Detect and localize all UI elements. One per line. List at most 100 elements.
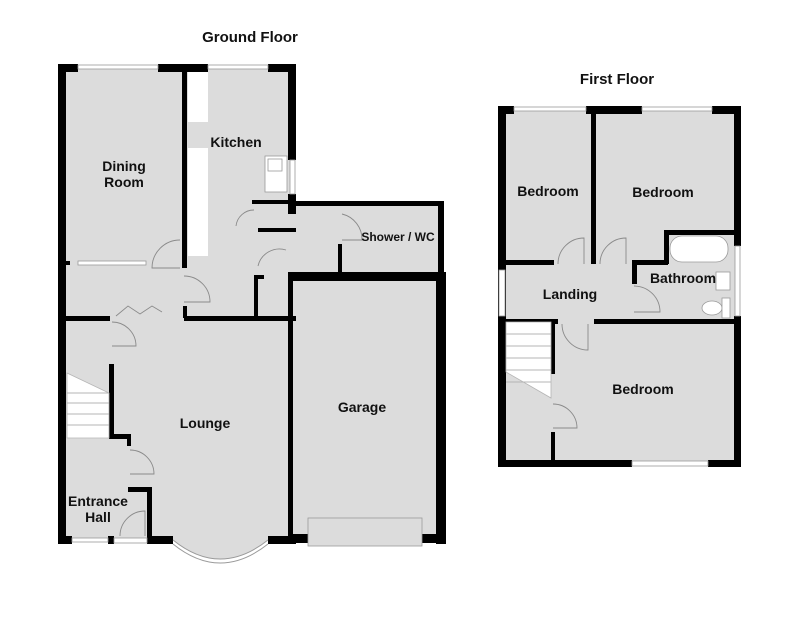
window bbox=[641, 106, 713, 112]
wall bbox=[551, 432, 555, 462]
window bbox=[513, 106, 587, 112]
wall bbox=[734, 316, 741, 466]
wall bbox=[288, 64, 296, 160]
label-garage: Garage bbox=[338, 399, 386, 415]
wall bbox=[712, 106, 740, 114]
wall bbox=[708, 460, 741, 467]
door-utility[interactable] bbox=[257, 248, 287, 267]
door-hall[interactable] bbox=[111, 321, 137, 347]
wall bbox=[734, 106, 741, 246]
wall bbox=[258, 228, 296, 232]
staircase bbox=[66, 372, 110, 439]
wall bbox=[498, 460, 632, 467]
internal-window bbox=[77, 260, 147, 266]
door-bedroom-2[interactable] bbox=[599, 237, 627, 265]
garage-room bbox=[292, 276, 442, 540]
wall bbox=[128, 487, 150, 492]
ground-floor: Ground Floor bbox=[58, 29, 446, 564]
wall bbox=[254, 275, 258, 319]
wall bbox=[591, 110, 596, 264]
label-dining-room-2: Room bbox=[104, 174, 144, 190]
toilet-icon bbox=[701, 300, 723, 316]
wall bbox=[58, 64, 66, 544]
wall bbox=[436, 272, 446, 544]
bath-icon bbox=[669, 235, 729, 263]
wall bbox=[438, 201, 444, 275]
wall bbox=[288, 272, 446, 281]
window bbox=[207, 64, 269, 70]
wall bbox=[183, 306, 187, 318]
wall bbox=[58, 64, 78, 72]
wall bbox=[664, 230, 669, 264]
label-kitchen: Kitchen bbox=[210, 134, 261, 150]
wall bbox=[147, 536, 173, 544]
label-bedroom-3: Bedroom bbox=[612, 381, 673, 397]
wall bbox=[254, 275, 264, 279]
wall bbox=[498, 106, 514, 114]
wall bbox=[147, 487, 152, 544]
door-bathroom[interactable] bbox=[633, 285, 661, 313]
wall bbox=[108, 536, 114, 544]
wall bbox=[62, 261, 70, 265]
window bbox=[631, 460, 709, 467]
first-floor: First Floor bbox=[498, 71, 741, 467]
window bbox=[71, 537, 109, 543]
label-dining-room: Dining bbox=[102, 158, 146, 174]
door-dining[interactable] bbox=[151, 239, 181, 269]
first-floor-title: First Floor bbox=[580, 71, 654, 88]
staircase bbox=[505, 321, 552, 399]
wall bbox=[58, 536, 72, 544]
garage-door bbox=[307, 517, 423, 547]
wall bbox=[109, 364, 114, 438]
wall bbox=[551, 322, 555, 374]
wall bbox=[422, 534, 446, 543]
window bbox=[77, 64, 159, 70]
wall bbox=[184, 316, 296, 321]
bifold-door[interactable] bbox=[115, 305, 163, 317]
wall bbox=[504, 260, 554, 265]
wall bbox=[664, 230, 736, 235]
front-door-swing[interactable] bbox=[119, 510, 146, 537]
kitchen-worktop-upper bbox=[188, 72, 208, 122]
wall bbox=[288, 534, 308, 543]
wall bbox=[632, 260, 668, 265]
door-cupboard[interactable] bbox=[235, 209, 255, 227]
wall bbox=[292, 201, 444, 206]
window bbox=[498, 269, 506, 317]
window bbox=[289, 159, 296, 195]
ground-floor-title: Ground Floor bbox=[202, 29, 298, 46]
label-landing: Landing bbox=[543, 286, 597, 302]
front-door bbox=[113, 537, 148, 544]
wall bbox=[127, 434, 131, 446]
wall bbox=[586, 106, 642, 114]
wall bbox=[109, 434, 131, 439]
wall bbox=[632, 260, 637, 284]
door-shower-wc[interactable] bbox=[341, 213, 363, 241]
wall bbox=[594, 319, 736, 324]
label-lounge: Lounge bbox=[180, 415, 231, 431]
wall bbox=[182, 68, 187, 268]
label-entrance-hall: Entrance bbox=[68, 493, 128, 509]
wall bbox=[268, 64, 296, 72]
basin-icon bbox=[715, 271, 731, 291]
wall bbox=[62, 316, 110, 321]
first-floor-fill bbox=[504, 110, 736, 462]
wall bbox=[252, 200, 296, 204]
wall bbox=[268, 536, 296, 544]
label-bedroom-1: Bedroom bbox=[517, 183, 578, 199]
wall bbox=[288, 272, 293, 544]
door-kitchen-lounge[interactable] bbox=[183, 275, 211, 303]
window bbox=[734, 245, 741, 317]
label-shower-wc: Shower / WC bbox=[361, 230, 435, 244]
shower-wc-room bbox=[292, 205, 442, 273]
wall bbox=[338, 244, 342, 274]
label-bedroom-2: Bedroom bbox=[632, 184, 693, 200]
door-cupboard[interactable] bbox=[552, 403, 578, 429]
door-bedroom-3[interactable] bbox=[561, 323, 589, 351]
door-hall-lounge[interactable] bbox=[129, 449, 155, 475]
wall bbox=[504, 319, 558, 324]
door-bedroom-1[interactable] bbox=[557, 237, 585, 265]
label-bathroom: Bathroom bbox=[650, 270, 716, 286]
label-entrance-hall-2: Hall bbox=[85, 509, 111, 525]
